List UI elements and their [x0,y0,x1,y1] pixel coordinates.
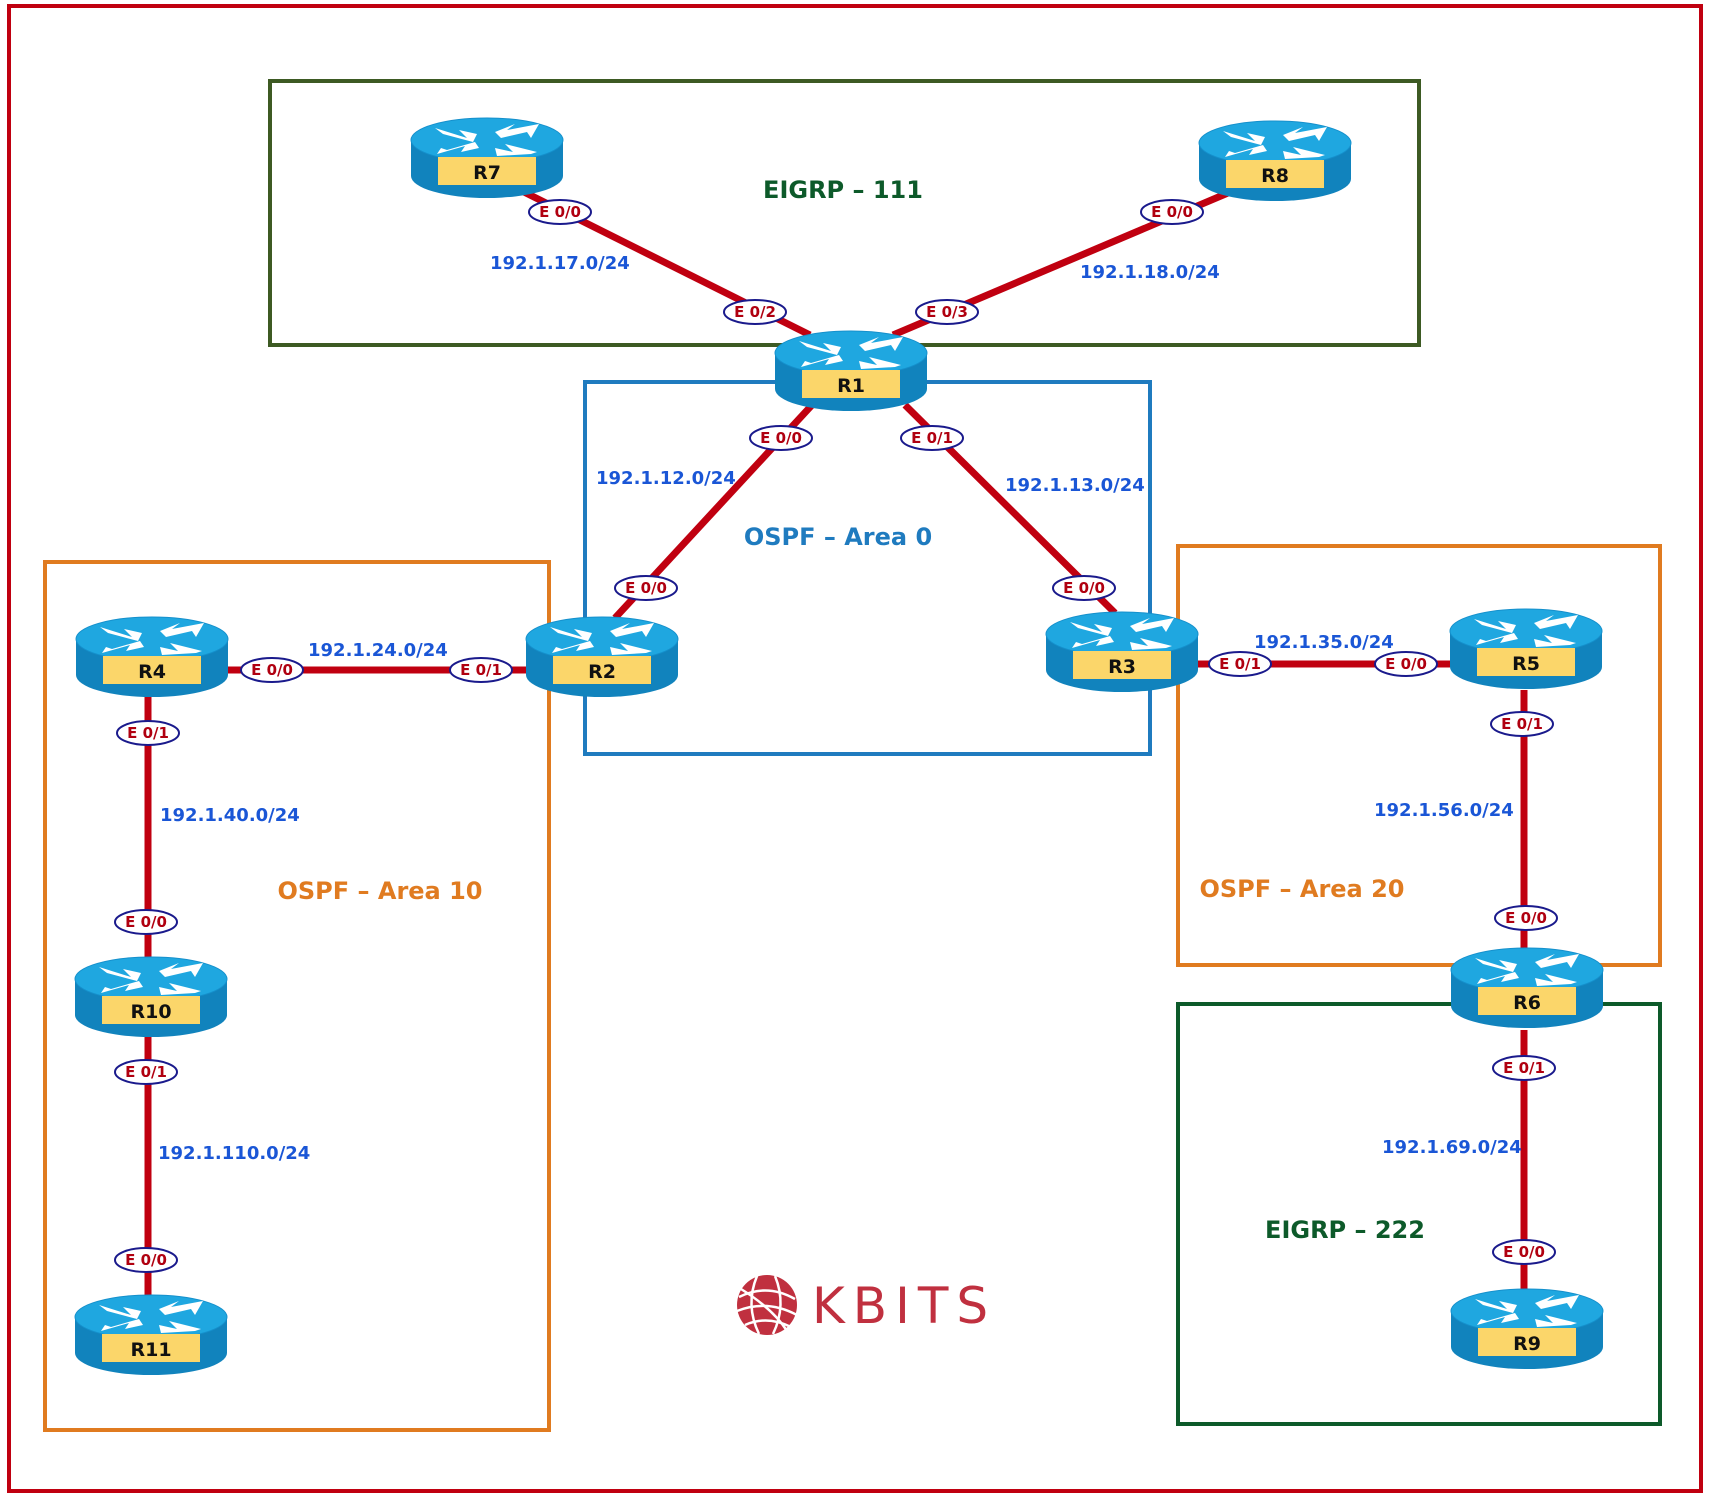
network-label-192-1-24: 192.1.24.0/24 [308,640,448,661]
area-box-ospf-area-10 [43,560,551,1432]
svg-text:E 0/1: E 0/1 [911,429,953,447]
area-label-eigrp-222: EIGRP – 222 [1265,1216,1425,1244]
network-labels: 192.1.17.0/24 192.1.18.0/24 192.1.12.0/2… [158,253,1522,1164]
if-r5-e01: E 0/1 [1490,711,1554,737]
router-label: R1 [837,375,865,397]
area-label-ospf-area-10: OSPF – Area 10 [277,877,482,905]
svg-text:E 0/0: E 0/0 [125,1251,167,1269]
network-label-192-1-12: 192.1.12.0/24 [596,468,736,489]
network-label-192-1-110: 192.1.110.0/24 [158,1143,310,1164]
svg-text:E 0/0: E 0/0 [1505,909,1547,927]
network-label-192-1-35: 192.1.35.0/24 [1254,632,1394,653]
router-label: R5 [1512,653,1540,675]
if-r2-e00: E 0/0 [614,575,678,601]
if-r1-e01: E 0/1 [900,425,964,451]
router-r11[interactable]: R11 [74,1294,228,1376]
area-box-eigrp-111 [268,79,1421,347]
if-r3-e00: E 0/0 [1052,575,1116,601]
interface-labels: E 0/0 E 0/2 E 0/0 E 0/3 E 0/0 E 0/0 E 0/… [114,199,1558,1273]
if-r6-e01: E 0/1 [1492,1055,1556,1081]
svg-text:E 0/1: E 0/1 [127,724,169,742]
router-label: R2 [588,661,616,683]
if-r3-e01: E 0/1 [1208,651,1272,677]
if-r11-e00: E 0/0 [114,1247,178,1273]
router-r2[interactable]: R2 [525,616,679,698]
if-r2-e01: E 0/1 [449,657,513,683]
network-label-192-1-17: 192.1.17.0/24 [490,253,630,274]
svg-text:E 0/1: E 0/1 [1219,655,1261,673]
router-label: R9 [1513,1333,1541,1355]
if-r10-e01: E 0/1 [114,1059,178,1085]
network-label-192-1-56: 192.1.56.0/24 [1374,800,1514,821]
router-r6[interactable]: R6 [1450,947,1604,1029]
svg-text:E 0/0: E 0/0 [760,429,802,447]
if-r7-e00: E 0/0 [528,199,592,225]
router-r9[interactable]: R9 [1450,1288,1604,1370]
area-box-eigrp-222 [1176,1002,1662,1426]
if-r9-e00: E 0/0 [1492,1239,1556,1265]
network-label-192-1-40: 192.1.40.0/24 [160,805,300,826]
svg-text:E 0/3: E 0/3 [926,303,968,321]
router-label: R7 [473,162,501,184]
svg-text:E 0/0: E 0/0 [1063,579,1105,597]
svg-text:E 0/0: E 0/0 [125,913,167,931]
svg-text:E 0/1: E 0/1 [125,1063,167,1081]
svg-text:E 0/0: E 0/0 [539,203,581,221]
svg-text:E 0/0: E 0/0 [625,579,667,597]
network-label-192-1-18: 192.1.18.0/24 [1080,262,1220,283]
router-label: R11 [130,1339,171,1361]
router-r4[interactable]: R4 [75,616,229,698]
router-label: R6 [1513,992,1541,1014]
svg-text:E 0/1: E 0/1 [1501,715,1543,733]
router-label: R10 [130,1001,171,1023]
if-r1-e03: E 0/3 [915,299,979,325]
outer-border [7,4,1703,1493]
svg-text:E 0/0: E 0/0 [251,661,293,679]
if-r4-e00: E 0/0 [240,657,304,683]
area-label-ospf-area-20: OSPF – Area 20 [1199,875,1404,903]
area-label-eigrp-111: EIGRP – 111 [763,176,923,204]
if-r6-e00: E 0/0 [1494,905,1558,931]
if-r8-e00: E 0/0 [1140,199,1204,225]
router-label: R3 [1108,656,1136,678]
if-r10-e00: E 0/0 [114,909,178,935]
router-label: R8 [1261,165,1289,187]
area-box-ospf-area-20 [1176,544,1662,967]
svg-text:E 0/1: E 0/1 [1503,1059,1545,1077]
if-r1-e02: E 0/2 [723,299,787,325]
if-r5-e00: E 0/0 [1374,651,1438,677]
router-label: R4 [138,661,166,683]
globe-icon [736,1275,798,1335]
if-r4-e01: E 0/1 [116,720,180,746]
network-label-192-1-13: 192.1.13.0/24 [1005,475,1145,496]
router-r10[interactable]: R10 [74,956,228,1038]
logo-text: KBITS [812,1277,996,1335]
network-label-192-1-69: 192.1.69.0/24 [1382,1137,1522,1158]
svg-text:E 0/2: E 0/2 [734,303,776,321]
router-r1[interactable]: R1 [774,330,928,412]
svg-text:E 0/1: E 0/1 [460,661,502,679]
router-r8[interactable]: R8 [1198,120,1352,202]
kbits-logo: KBITS [736,1275,996,1335]
svg-text:E 0/0: E 0/0 [1503,1243,1545,1261]
svg-text:E 0/0: E 0/0 [1151,203,1193,221]
router-r7[interactable]: R7 [410,117,564,199]
if-r1-e00: E 0/0 [749,425,813,451]
router-r5[interactable]: R5 [1449,608,1603,690]
area-label-ospf-area-0: OSPF – Area 0 [744,523,932,551]
svg-text:E 0/0: E 0/0 [1385,655,1427,673]
router-r3[interactable]: R3 [1045,611,1199,693]
